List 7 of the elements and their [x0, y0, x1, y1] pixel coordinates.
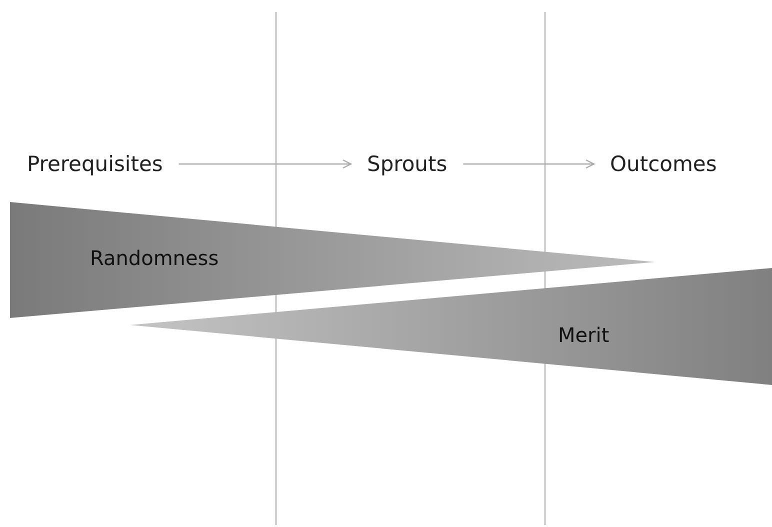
arrow	[463, 159, 595, 169]
stage-label: Sprouts	[367, 150, 448, 178]
arrow	[178, 159, 352, 169]
wedge-label: Merit	[558, 323, 610, 347]
wedge-label: Randomness	[90, 246, 219, 270]
stage-label: Outcomes	[610, 150, 717, 178]
stage-label: Prerequisites	[27, 150, 163, 178]
